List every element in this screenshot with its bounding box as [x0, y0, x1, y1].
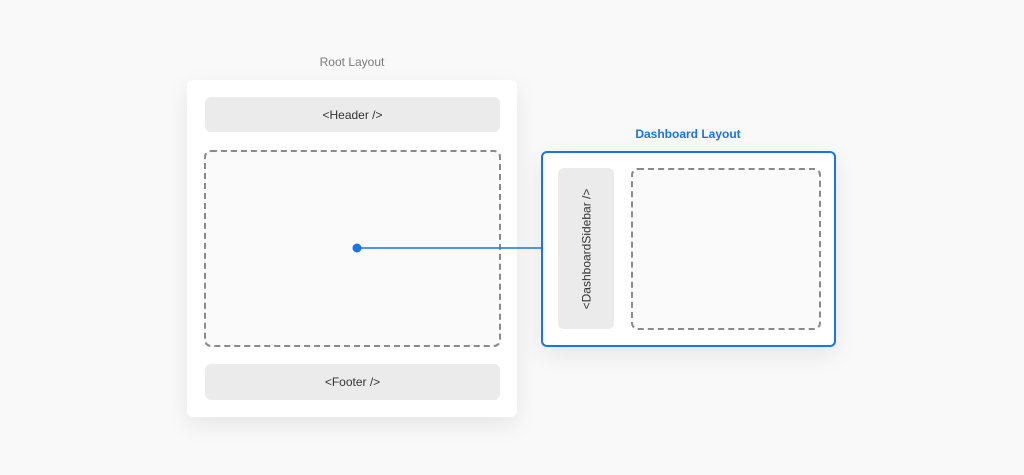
footer-label: <Footer />	[324, 375, 381, 389]
dashboard-sidebar-slot: <DashboardSidebar />	[558, 168, 614, 329]
root-layout-title: Root Layout	[319, 55, 385, 69]
dashboard-layout-title: Dashboard Layout	[635, 127, 741, 141]
dashboard-children-placeholder	[631, 168, 821, 330]
footer-slot: <Footer />	[205, 364, 500, 400]
header-label: <Header />	[322, 107, 383, 122]
connector-dot	[352, 243, 362, 253]
header-slot: <Header />	[205, 97, 500, 132]
